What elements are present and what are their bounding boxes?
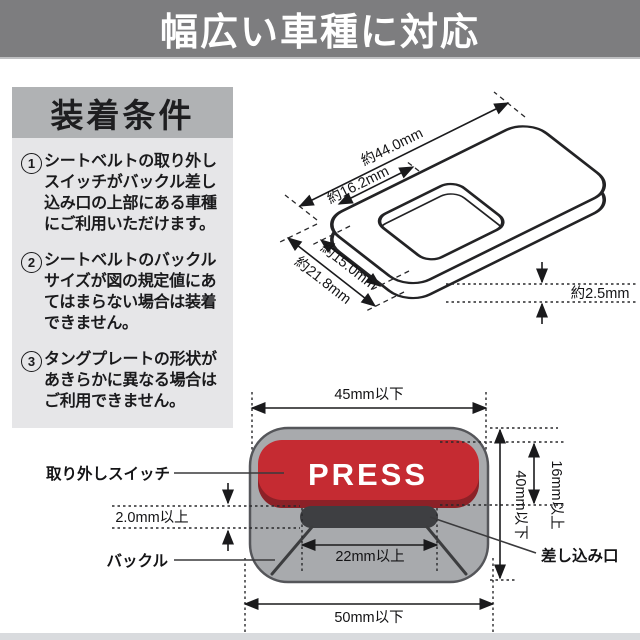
dim-length-label: 約44.0mm	[358, 125, 425, 170]
dim-switch-height-label: 16mm以上	[548, 460, 565, 529]
conditions-header: 装着条件	[12, 87, 233, 138]
conditions-header-text: 装着条件	[50, 96, 195, 134]
banner-title: 幅広い車種に対応	[159, 12, 480, 54]
dim-top-width-label: 45mm以下	[334, 387, 403, 403]
condition-text: タングプレートの形状があきらかに異なる場合はご利用できません。	[44, 351, 217, 410]
conditions-list: 1 シートベルトの取り外しスイッチがバックル差し込み口の上部にある車種にご利用い…	[12, 138, 233, 412]
conditions-panel: 装着条件 1 シートベルトの取り外しスイッチがバックル差し込み口の上部にある車種…	[12, 87, 233, 428]
buckle-slash-right	[425, 525, 468, 576]
condition-text: シートベルトのバックルサイズが図の規定値にあてはまらない場合は装着できません。	[44, 252, 217, 332]
bottom-strip	[0, 633, 640, 640]
condition-item: 3 タングプレートの形状があきらかに異なる場合はご利用できません。	[21, 349, 225, 412]
dim-thickness-label: 約2.5mm	[571, 285, 630, 302]
banner: 幅広い車種に対応	[0, 0, 640, 59]
dim-height-label: 40mm以下	[512, 470, 528, 539]
dim-slot-gap-label: 2.0mm以上	[115, 509, 188, 526]
condition-number: 1	[21, 153, 42, 174]
press-button	[258, 440, 479, 500]
label-buckle: バックル	[106, 552, 168, 570]
dim-line-hole-offset	[337, 166, 415, 205]
buckle-slash-left	[270, 525, 314, 576]
dim-line-width	[286, 237, 377, 307]
dim-line-length	[298, 102, 510, 207]
leader-slot	[429, 516, 537, 554]
condition-text: シートベルトの取り外しスイッチがバックル差し込み口の上部にある車種にご利用いただ…	[44, 153, 217, 233]
dim-bottom-width-label: 50mm以下	[334, 610, 403, 626]
condition-number: 2	[21, 252, 42, 273]
dim-slot-width-label: 22mm以上	[335, 548, 404, 565]
buckle-diagram: PRESS 45mm以下 50mm以下 40mm以下 16mm以上 22mm以上	[46, 387, 619, 632]
press-button-label: PRESS	[308, 457, 428, 492]
tang-plate-diagram: 約44.0mm 約16.2mm 約15.0mm 約21.8mm 約2.5mm	[277, 91, 638, 324]
label-release-switch: 取り外しスイッチ	[46, 464, 170, 483]
insertion-slot	[300, 506, 438, 528]
condition-number: 3	[21, 351, 42, 372]
label-insertion-slot: 差し込み口	[541, 546, 619, 565]
condition-item: 1 シートベルトの取り外しスイッチがバックル差し込み口の上部にある車種にご利用い…	[21, 151, 225, 235]
condition-item: 2 シートベルトのバックルサイズが図の規定値にあてはまらない場合は装着できません…	[21, 250, 225, 334]
